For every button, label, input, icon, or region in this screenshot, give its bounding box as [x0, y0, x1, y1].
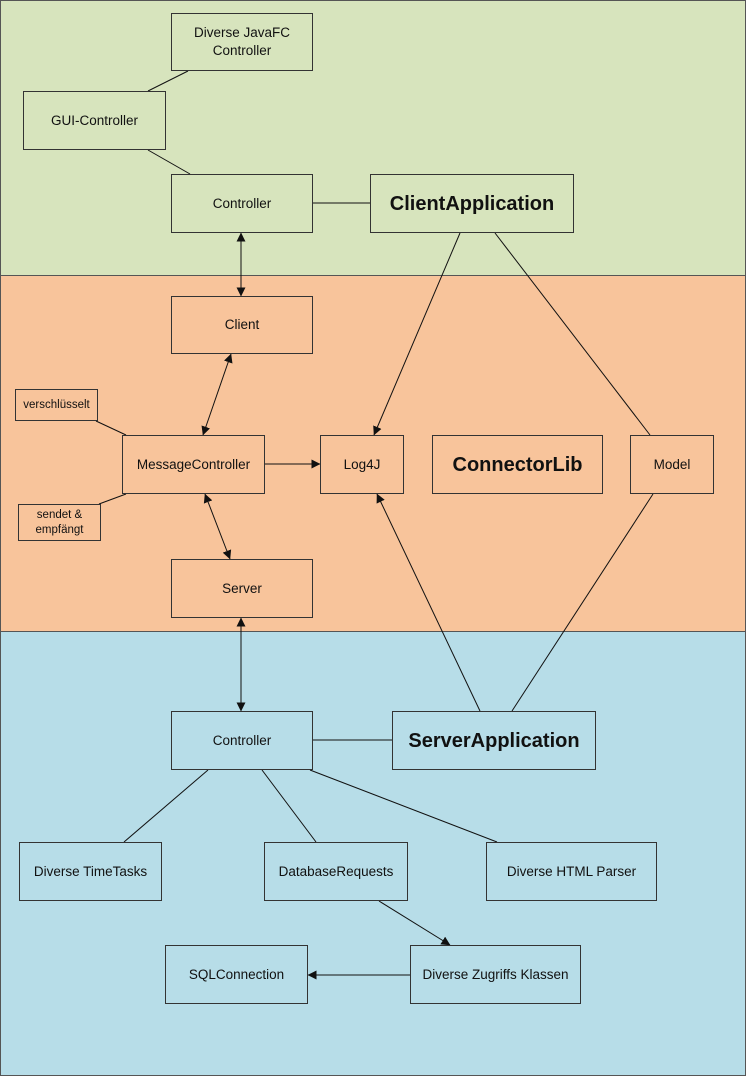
edge-client-application-to-model: [494, 232, 651, 436]
model-node: Model: [630, 435, 714, 494]
client-controller-node: Controller: [171, 174, 313, 233]
server-node: Server: [171, 559, 313, 618]
edge-gui-controller-to-client-controller: [147, 149, 191, 175]
connector-lib-node: ConnectorLib: [432, 435, 603, 494]
edge-database-requests-to-diverse-zugriffs: [378, 900, 451, 946]
edge-client-application-to-log4j: [373, 232, 461, 436]
diverse-javafc-controller-node: Diverse JavaFC Controller: [171, 13, 313, 71]
edge-server-controller-to-diverse-html-parser: [309, 769, 498, 843]
client-node: Client: [171, 296, 313, 354]
edge-server-controller-to-diverse-timetasks: [123, 769, 209, 843]
edge-server-controller-to-database-requests: [261, 769, 317, 843]
sqlconnection-node: SQLConnection: [165, 945, 308, 1004]
edge-verschluesselt-to-message-controller: [95, 420, 127, 436]
client-layer: [0, 0, 746, 277]
diverse-timetasks-node: Diverse TimeTasks: [19, 842, 162, 901]
connector-layer: [0, 275, 746, 633]
log4j-node: Log4J: [320, 435, 404, 494]
edge-gui-controller-to-diverse-javafc: [147, 70, 189, 92]
server-controller-node: Controller: [171, 711, 313, 770]
gui-controller-node: GUI-Controller: [23, 91, 166, 150]
edge-server-application-to-log4j: [376, 493, 481, 712]
edge-sendet-empfaengt-to-message-controller: [98, 493, 127, 505]
edge-message-controller-to-server: [203, 493, 232, 560]
message-controller-node: MessageController: [122, 435, 265, 494]
verschluesselt-note: verschlüsselt: [15, 389, 98, 421]
sendet-empfaengt-note: sendet & empfängt: [18, 504, 101, 541]
edge-client-to-message-controller: [201, 353, 233, 436]
client-application-node: ClientApplication: [370, 174, 574, 233]
diverse-zugriffs-klassen-node: Diverse Zugriffs Klassen: [410, 945, 581, 1004]
server-application-node: ServerApplication: [392, 711, 596, 770]
diverse-html-parser-node: Diverse HTML Parser: [486, 842, 657, 901]
edge-server-application-to-model: [511, 493, 654, 712]
database-requests-node: DatabaseRequests: [264, 842, 408, 901]
